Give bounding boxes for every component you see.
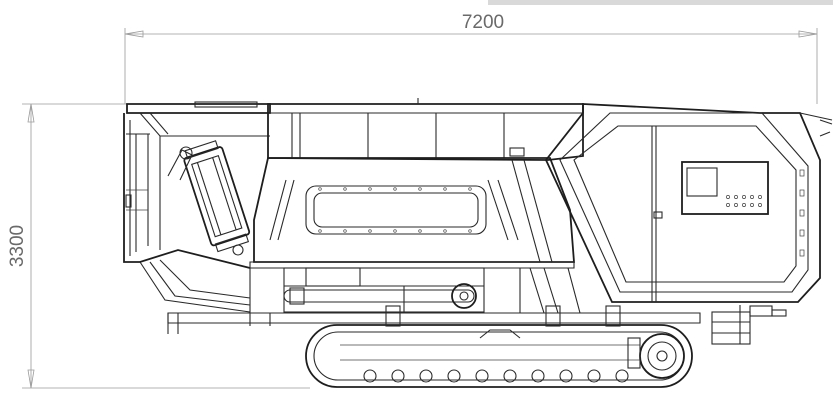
drive-sprocket [639,333,685,379]
control-display [686,167,718,197]
drum-housing [249,98,584,269]
top-bar [488,0,833,5]
crawler-track [305,324,693,388]
discharge-conveyor [283,267,581,314]
height-label: 3300 [7,225,28,267]
feed-roller [167,140,251,256]
length-dimension: 7200 [124,12,818,104]
length-label: 7200 [462,12,504,33]
chassis [167,305,787,345]
infeed-hopper [123,101,271,313]
height-dimension: 3300 [7,103,310,389]
conveyor-pulley [451,283,477,309]
engine-enclosure [544,103,833,303]
control-panel [681,161,769,215]
inspection-window [305,185,487,235]
